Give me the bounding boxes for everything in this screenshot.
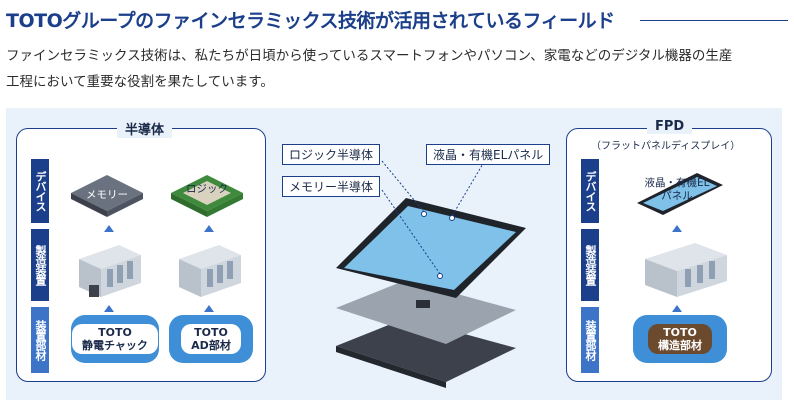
title-rule — [640, 20, 788, 21]
intro-line-1: ファインセラミックス技術は、私たちが日頃から使っているスマートフォンやパソコン、… — [6, 48, 733, 64]
fpd-subtitle: （フラットパネルディスプレイ） — [591, 141, 741, 152]
callout-memory-semiconductor: メモリー半導体 — [282, 176, 381, 197]
fpd-device-line-2: パネル — [661, 190, 693, 202]
diagram-panel: 半導体 デバイス 製造装置 装置部材 メモリー ロジック — [6, 108, 782, 400]
arrow-up-icon — [204, 225, 214, 232]
part-ad-material: TOTO AD部材 — [169, 315, 253, 363]
row-label-parts: 装置部材 — [581, 307, 599, 373]
logic-chip-label: ロジック — [186, 183, 228, 195]
part-structural-material: TOTO 構造部材 — [633, 315, 727, 363]
callout-point — [421, 211, 427, 217]
memory-chip-icon — [416, 300, 430, 308]
smartphone-exploded-view — [336, 198, 526, 388]
part-name: 構造部材 — [658, 339, 702, 352]
part-brand: TOTO — [663, 326, 697, 339]
fpd-title: FPD — [647, 119, 693, 134]
part-name: AD部材 — [191, 339, 231, 352]
part-brand: TOTO — [98, 326, 132, 339]
row-label-device: デバイス — [31, 159, 49, 223]
equipment-machine-icon — [179, 245, 241, 297]
arrow-up-icon — [104, 225, 114, 232]
row-label-parts: 装置部材 — [31, 307, 49, 373]
callout-point — [449, 215, 455, 221]
part-brand: TOTO — [194, 326, 228, 339]
logic-chip-icon — [171, 175, 243, 217]
fpd-device-label: 液晶・有機EL パネル — [637, 177, 717, 203]
part-name: 静電チャック — [82, 339, 148, 352]
row-label-equipment: 製造装置 — [31, 229, 49, 301]
part-electrostatic-chuck: TOTO 静電チャック — [71, 315, 159, 363]
semiconductor-title: 半導体 — [117, 119, 173, 138]
page-title: TOTOグループのファインセラミックス技術が活用されているフィールド — [6, 10, 615, 32]
callout-point — [437, 273, 443, 279]
arrow-up-icon — [204, 305, 214, 312]
part-label-box: TOTO AD部材 — [181, 324, 241, 354]
intro-text: ファインセラミックス技術は、私たちが日頃から使っているスマートフォンやパソコン、… — [6, 43, 794, 95]
arrow-up-icon — [672, 305, 682, 312]
equipment-machine-icon — [79, 245, 141, 297]
part-label-box: TOTO 構造部材 — [648, 324, 712, 354]
callout-logic-semiconductor: ロジック半導体 — [282, 144, 381, 165]
row-label-equipment: 製造装置 — [581, 229, 599, 301]
memory-chip-icon — [71, 175, 143, 217]
arrow-up-icon — [104, 305, 114, 312]
intro-line-2: 工程において重要な役割を果たしています。 — [6, 74, 274, 90]
part-label-box: TOTO 静電チャック — [72, 324, 158, 354]
memory-chip-label: メモリー — [86, 189, 128, 201]
callout-leader-lines — [381, 160, 485, 279]
semiconductor-box: 半導体 デバイス 製造装置 装置部材 メモリー ロジック — [16, 119, 266, 382]
arrow-up-icon — [672, 225, 682, 232]
callout-display-panel: 液晶・有機ELパネル — [426, 144, 551, 165]
display-panel-icon — [637, 173, 723, 215]
fpd-box: FPD （フラットパネルディスプレイ） デバイス 製造装置 装置部材 液晶・有機… — [566, 119, 772, 382]
equipment-machine-icon — [645, 243, 727, 297]
row-label-device: デバイス — [581, 159, 599, 223]
fpd-device-line-1: 液晶・有機EL — [644, 177, 710, 189]
